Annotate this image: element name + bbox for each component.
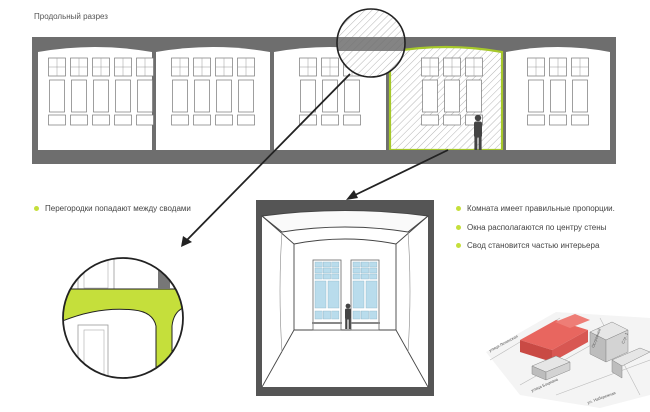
window <box>443 57 461 126</box>
leader-lines <box>181 73 449 247</box>
room-windows <box>312 259 380 331</box>
street-label: Островной <box>590 328 602 349</box>
section-bay <box>156 47 270 150</box>
bullet-dot-icon <box>456 225 461 230</box>
street-label: Стр. 1 <box>620 331 629 344</box>
person-silhouette-icon <box>474 114 482 150</box>
window <box>136 57 154 126</box>
note-left-text: Перегородки попадают между сводами <box>45 204 191 213</box>
section-bays <box>38 45 610 152</box>
note-right-2: Окна располагаются по центру стены <box>456 223 606 232</box>
note-right-text: Свод становится частью интерьера <box>467 241 600 250</box>
note-right-text: Окна располагаются по центру стены <box>467 223 607 232</box>
section-floor-slab <box>32 150 616 164</box>
arrow-head-icon <box>346 190 358 200</box>
window <box>465 57 483 126</box>
window <box>215 57 233 126</box>
note-right-1: Комната имеет правильные пропорции. <box>456 204 615 213</box>
section-bay <box>506 47 610 150</box>
window <box>70 57 88 126</box>
site-map: улица Ленинская улица Боцмана Островной … <box>486 312 650 408</box>
longitudinal-section <box>32 37 616 164</box>
window <box>312 259 342 331</box>
window <box>193 57 211 126</box>
arrow-head-icon <box>181 236 192 247</box>
leader-line-room <box>352 149 449 197</box>
section-bay <box>388 45 504 152</box>
detail-lens <box>62 257 184 379</box>
window <box>48 57 66 126</box>
window <box>421 57 439 126</box>
window <box>350 259 380 331</box>
bullet-dot-icon <box>456 206 461 211</box>
person-silhouette-icon <box>345 303 351 329</box>
window <box>299 57 317 126</box>
section-title: Продольный разрез <box>34 12 108 21</box>
note-left: Перегородки попадают между сводами <box>34 204 191 213</box>
window <box>321 57 339 126</box>
room-perspective <box>256 200 434 396</box>
section-bay <box>38 47 184 150</box>
bullet-dot-icon <box>456 243 461 248</box>
window <box>171 57 189 126</box>
note-right-3: Свод становится частью интерьера <box>456 241 599 250</box>
window <box>92 57 110 126</box>
leader-line-detail <box>185 73 351 242</box>
note-right-text: Комната имеет правильные пропорции. <box>467 204 615 213</box>
window <box>237 57 255 126</box>
window <box>527 57 545 126</box>
bullet-dot-icon <box>34 206 39 211</box>
window <box>114 57 132 126</box>
window <box>549 57 567 126</box>
window <box>571 57 589 126</box>
magnifier-small <box>336 8 406 78</box>
